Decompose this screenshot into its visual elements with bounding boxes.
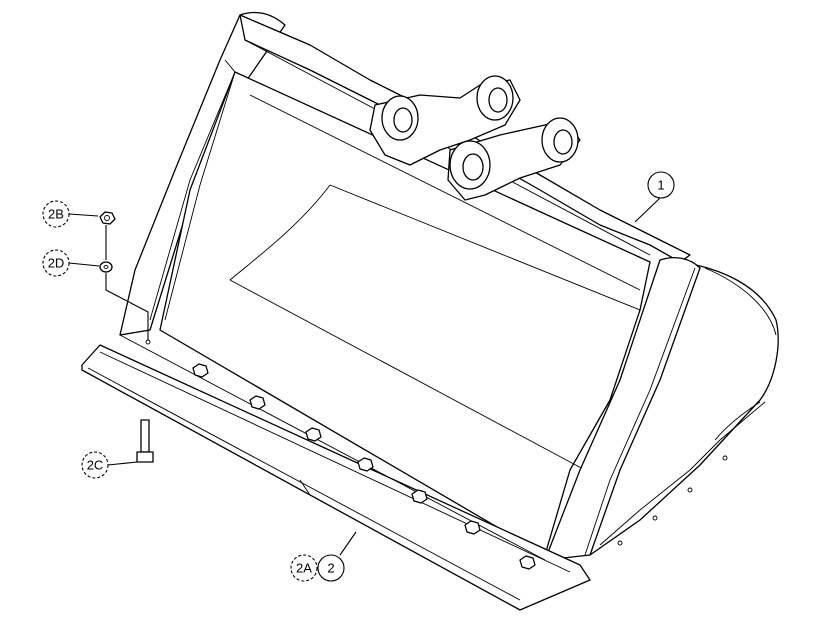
- callout-2b-label: 2B: [48, 207, 64, 222]
- callout-2: 2A 2: [290, 531, 357, 582]
- bolt-2c: [136, 419, 154, 463]
- edge-bolts: [192, 363, 536, 570]
- callout-2d: 2D: [42, 249, 100, 277]
- bolt-hole: [145, 339, 151, 345]
- callout-2c-label: 2C: [87, 458, 104, 473]
- mounting-bosses: [369, 75, 581, 201]
- nut-2b: [99, 211, 116, 225]
- callout-2b: 2B: [42, 200, 99, 228]
- washer-2d: [99, 261, 113, 273]
- side-rivets: [617, 455, 728, 546]
- callout-2c: 2C: [81, 451, 138, 479]
- callout-1: 1: [634, 171, 675, 223]
- callout-1-label: 1: [657, 178, 664, 193]
- bucket-body: [119, 11, 779, 561]
- callout-2d-label: 2D: [48, 256, 65, 271]
- assembly-line: [105, 225, 149, 340]
- callout-2-label: 2: [327, 561, 334, 576]
- callout-2a-label: 2A: [296, 561, 312, 576]
